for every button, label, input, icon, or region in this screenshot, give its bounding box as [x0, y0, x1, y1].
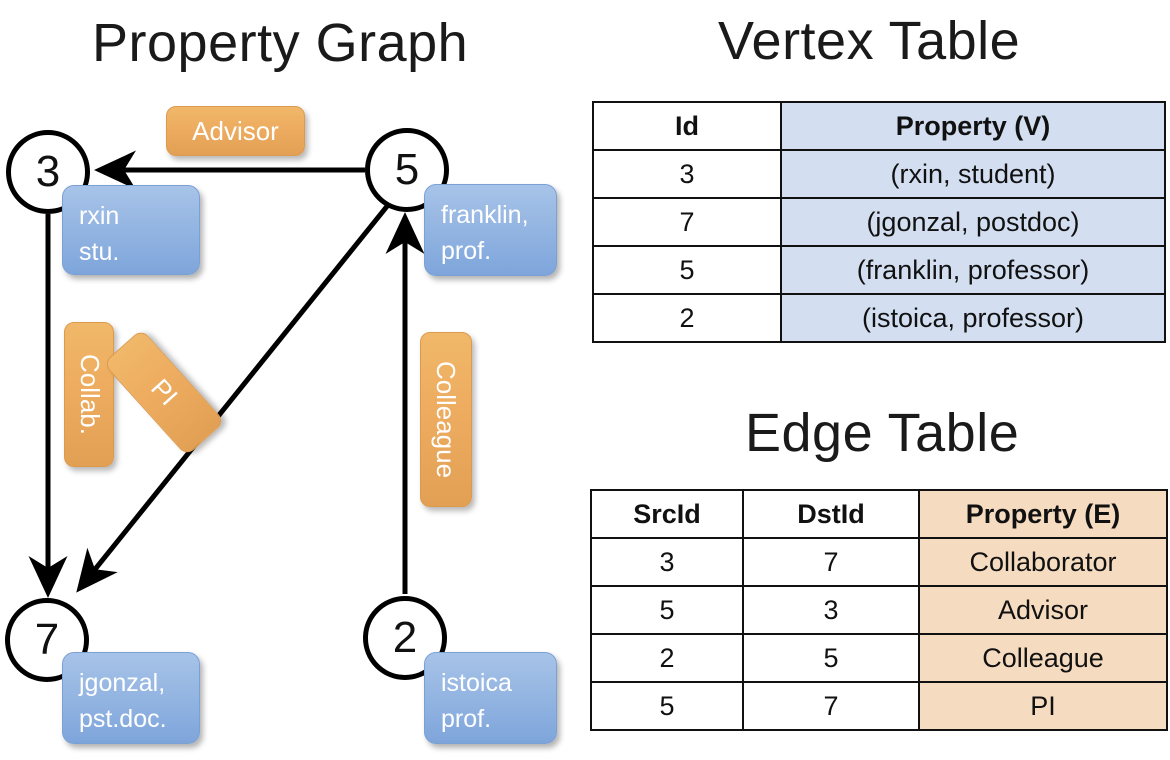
vertex-cell-id: 5 — [592, 245, 782, 295]
vertex-cell-property: (franklin, professor) — [780, 245, 1166, 295]
node-property-box-3: rxin stu. — [62, 185, 200, 275]
table-row[interactable]: 5 (franklin, professor) — [592, 245, 1166, 295]
vertex-table-header-property: Property (V) — [780, 101, 1166, 151]
table-row[interactable]: 2 5 Colleague — [590, 633, 1168, 683]
node-property-2-line1: istoica — [441, 669, 512, 697]
graph-node-2-label: 2 — [392, 613, 418, 662]
edge-label-advisor: Advisor — [166, 106, 305, 156]
node-property-3-line2: stu. — [79, 238, 120, 267]
edge-cell-dstid: 7 — [742, 537, 920, 587]
edge-cell-srcid: 5 — [590, 585, 744, 635]
edge-label-advisor-text: Advisor — [192, 115, 279, 146]
node-property-7-line1: jgonzal, — [79, 669, 166, 697]
edge-table-header-property: Property (E) — [918, 489, 1168, 539]
node-property-3-line1: rxin — [79, 202, 120, 230]
edge-table-header-dstid: DstId — [742, 489, 920, 539]
graph-node-2[interactable]: 2 — [363, 596, 447, 680]
node-property-2-line2: prof. — [441, 705, 492, 734]
vertex-cell-id: 7 — [592, 197, 782, 247]
node-property-5-line2: prof. — [441, 237, 492, 266]
table-row[interactable]: 2 (istoica, professor) — [592, 293, 1166, 343]
edge-table-header-srcid: SrcId — [590, 489, 744, 539]
node-property-box-5: franklin, prof. — [424, 184, 557, 276]
page-title-property-graph: Property Graph — [92, 13, 469, 73]
edge-table: SrcId DstId Property (E) 3 7 Collaborato… — [590, 489, 1168, 731]
node-property-box-2: istoica prof. — [424, 652, 557, 744]
edge-cell-srcid: 2 — [590, 633, 744, 683]
edge-label-colleague: Colleague — [420, 332, 472, 507]
vertex-cell-property: (istoica, professor) — [780, 293, 1166, 343]
vertex-table: Id Property (V) 3 (rxin, student) 7 (jgo… — [592, 101, 1166, 343]
edge-label-collab-text: Collab. — [74, 354, 105, 435]
graph-edge-arrows — [28, 150, 425, 599]
vertex-table-header-id: Id — [592, 101, 782, 151]
vertex-cell-id: 3 — [592, 149, 782, 199]
node-property-box-7: jgonzal, pst.doc. — [62, 652, 200, 744]
graph-node-3-label: 3 — [35, 147, 61, 196]
page-title-edge-table: Edge Table — [745, 403, 1020, 463]
edge-label-pi-text: PI — [144, 373, 184, 412]
property-graph-diagram: 3 5 7 2 rxin stu. franklin, prof. jgonza… — [5, 106, 557, 744]
edge-cell-property: Advisor — [918, 585, 1168, 635]
graph-node-5-label: 5 — [394, 145, 420, 194]
edge-cell-property: PI — [918, 681, 1168, 731]
table-row[interactable]: 5 3 Advisor — [590, 585, 1168, 635]
edge-cell-dstid: 5 — [742, 633, 920, 683]
edge-label-collab: Collab. — [64, 322, 114, 467]
vertex-cell-property: (rxin, student) — [780, 149, 1166, 199]
vertex-cell-property: (jgonzal, postdoc) — [780, 197, 1166, 247]
table-row[interactable]: 3 (rxin, student) — [592, 149, 1166, 199]
edge-table-header-row: SrcId DstId Property (E) — [590, 489, 1168, 539]
vertex-cell-id: 2 — [592, 293, 782, 343]
edge-cell-property: Collaborator — [918, 537, 1168, 587]
table-row[interactable]: 3 7 Collaborator — [590, 537, 1168, 587]
edge-cell-srcid: 3 — [590, 537, 744, 587]
edge-cell-dstid: 7 — [742, 681, 920, 731]
page-title-vertex-table: Vertex Table — [718, 11, 1021, 71]
node-property-7-line2: pst.doc. — [79, 705, 167, 734]
edge-cell-srcid: 5 — [590, 681, 744, 731]
edge-cell-dstid: 3 — [742, 585, 920, 635]
table-row[interactable]: 7 (jgonzal, postdoc) — [592, 197, 1166, 247]
edge-arrow-5-to-7 — [76, 203, 390, 593]
graph-node-5[interactable]: 5 — [365, 128, 449, 212]
edge-label-colleague-text: Colleague — [431, 360, 462, 479]
edge-cell-property: Colleague — [918, 633, 1168, 683]
graph-node-7-label: 7 — [34, 615, 60, 664]
table-row[interactable]: 5 7 PI — [590, 681, 1168, 731]
node-property-5-line1: franklin, — [441, 201, 529, 229]
vertex-table-header-row: Id Property (V) — [592, 101, 1166, 151]
